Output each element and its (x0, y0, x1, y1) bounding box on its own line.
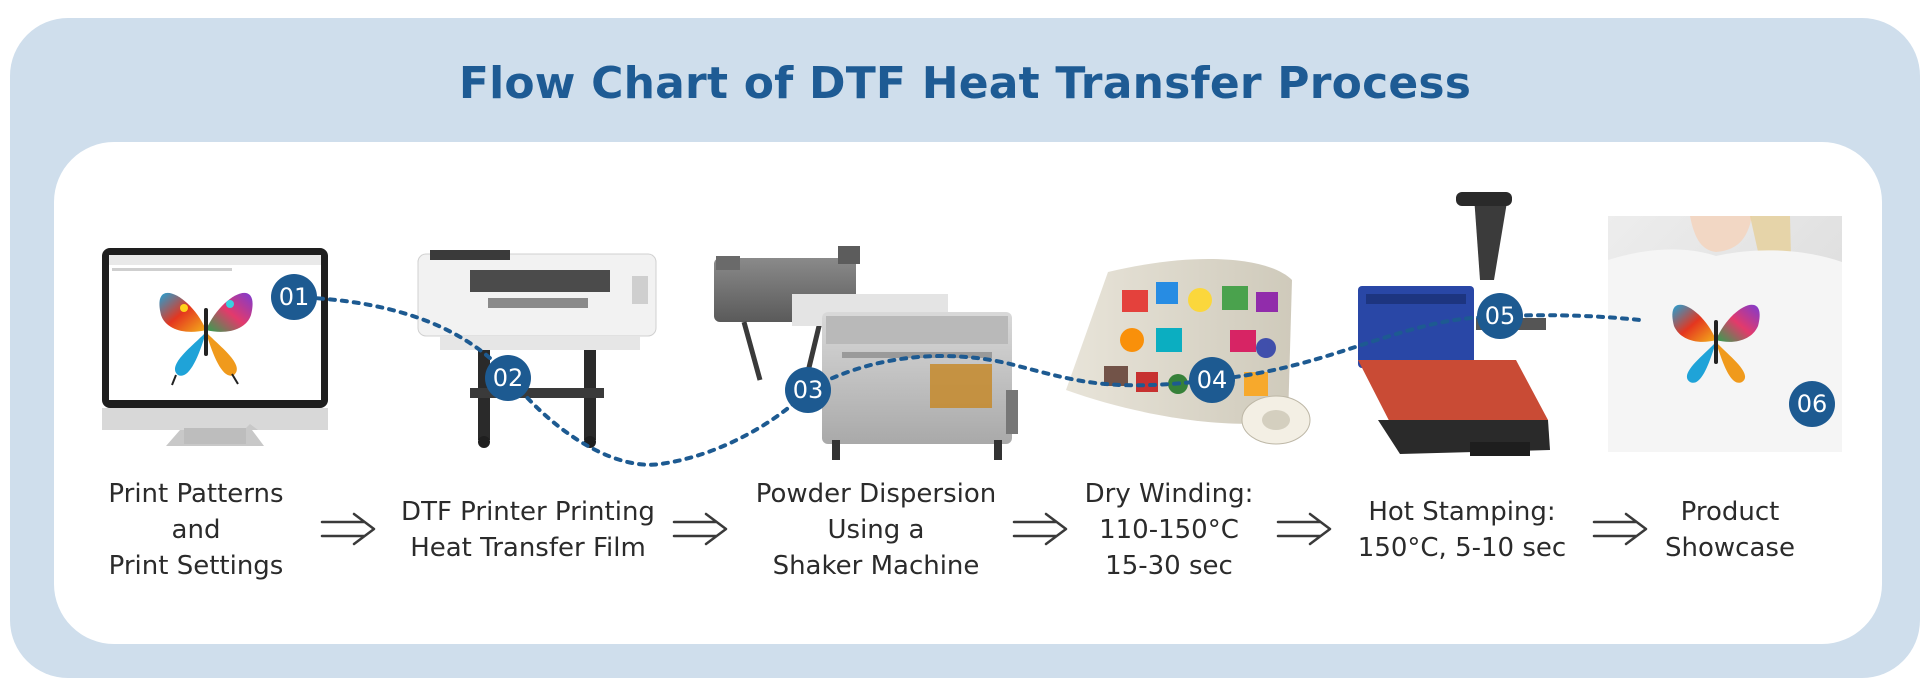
step-badge-02: 02 (485, 355, 531, 401)
step-label-04: Dry Winding: 110-150°C 15-30 sec (1084, 479, 1254, 581)
double-line-right-arrow-icon (672, 512, 728, 546)
step-number: 05 (1485, 302, 1516, 330)
step-number: 02 (493, 364, 524, 392)
step-label-06: Product Showcase (1665, 497, 1795, 563)
double-line-right-arrow-icon (1592, 512, 1648, 546)
step-label-03: Powder Dispersion Using a Shaker Machine (755, 479, 997, 581)
step-badge-01: 01 (271, 274, 317, 320)
step-number: 04 (1197, 366, 1228, 394)
double-line-right-arrow-icon (1276, 512, 1332, 546)
outer-panel: Flow Chart of DTF Heat Transfer Process (10, 18, 1920, 678)
double-line-right-arrow-icon (1012, 512, 1068, 546)
chart-title: Flow Chart of DTF Heat Transfer Process (458, 58, 1472, 109)
double-line-right-arrow-icon (320, 512, 376, 546)
step-badge-04: 04 (1189, 357, 1235, 403)
step-badge-06: 06 (1789, 381, 1835, 427)
film-roll-icon (1066, 258, 1311, 445)
dashed-flow-path (292, 295, 1642, 467)
step-label-02: DTF Printer Printing Heat Transfer Film (401, 497, 655, 563)
step-badge-03: 03 (785, 367, 831, 413)
heat-press-icon (1358, 192, 1550, 456)
step-number: 03 (793, 376, 824, 404)
step-label-05: Hot Stamping: 150°C, 5-10 sec (1357, 497, 1567, 563)
dtf-printer-icon (417, 250, 657, 448)
step-badge-05: 05 (1477, 293, 1523, 339)
product-photo-icon (1608, 216, 1842, 452)
powder-shaker-icon (714, 246, 1018, 460)
step-number: 01 (279, 283, 310, 311)
step-label-01: Print Patterns and Print Settings (108, 479, 284, 581)
step-number: 06 (1797, 390, 1828, 418)
